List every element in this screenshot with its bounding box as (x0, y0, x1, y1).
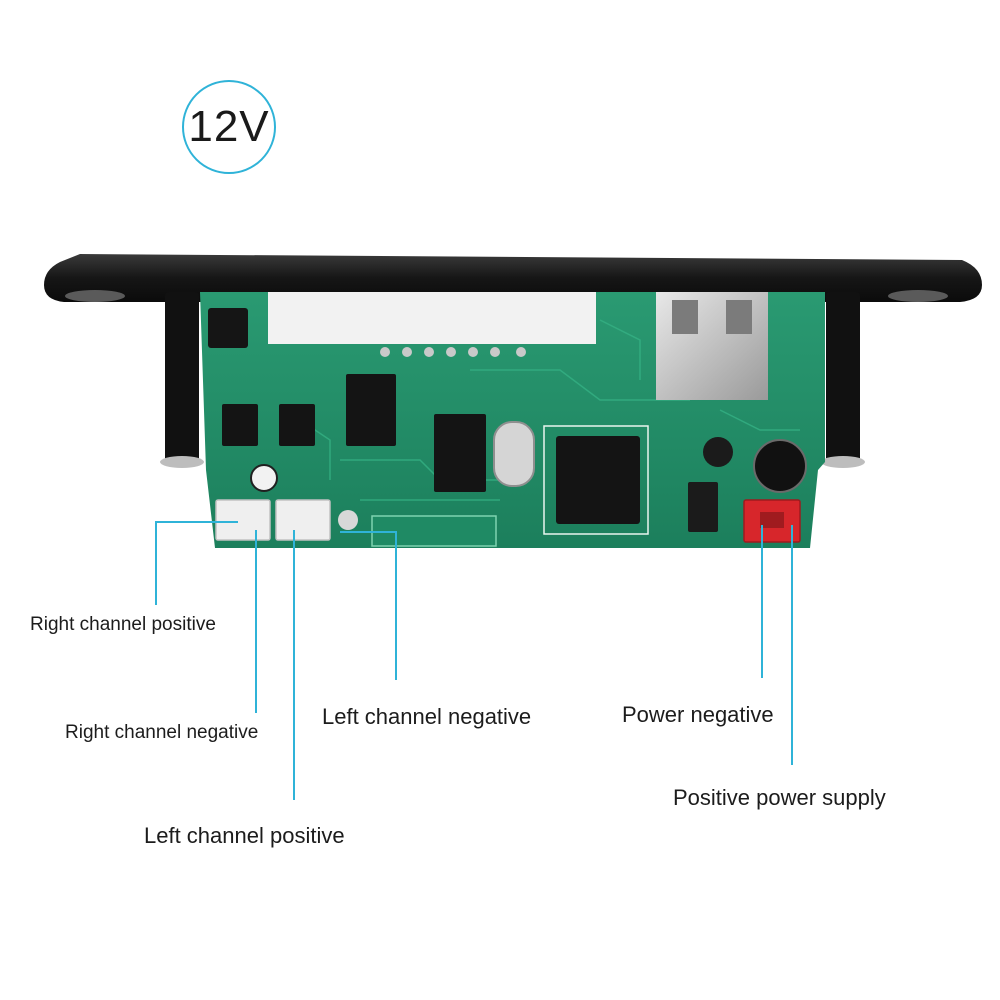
label-positive-power-supply: Positive power supply (673, 785, 886, 810)
screw-left (160, 456, 204, 468)
right-channel-connector (215, 499, 271, 541)
left-channel-connector (275, 499, 331, 541)
ir-receiver (208, 308, 248, 348)
capacitor-large (753, 439, 807, 493)
label-left-channel-negative: Left channel negative (322, 704, 532, 729)
mount-pad (338, 510, 358, 530)
voltage-badge: 12V (182, 80, 276, 174)
leader-right-positive (155, 521, 238, 605)
power-connector-slot (760, 512, 784, 528)
capacitor-audio (250, 464, 278, 492)
label-right-channel-negative: Right channel negative (65, 722, 259, 743)
label-left-channel-positive: Left channel positive (144, 823, 345, 848)
mount-hole-right (888, 290, 948, 302)
crystal-oscillator (493, 421, 535, 487)
display-window (268, 292, 596, 344)
usb-port (656, 292, 768, 400)
voltage-value: 12V (188, 102, 270, 151)
label-right-channel-positive: Right channel positive (30, 614, 216, 635)
leader-left-negative (340, 531, 397, 680)
diode (688, 482, 718, 532)
ic-chips (222, 374, 640, 524)
screw-right (821, 456, 865, 468)
capacitor-small (703, 437, 733, 467)
standoff-left (165, 292, 199, 462)
mount-hole-left (65, 290, 125, 302)
label-power-negative: Power negative (622, 702, 774, 727)
front-bezel (44, 254, 982, 302)
main-chip-outline (543, 425, 649, 535)
display-pins (380, 347, 526, 357)
leader-lines (155, 521, 793, 800)
standoff-right (826, 292, 860, 462)
